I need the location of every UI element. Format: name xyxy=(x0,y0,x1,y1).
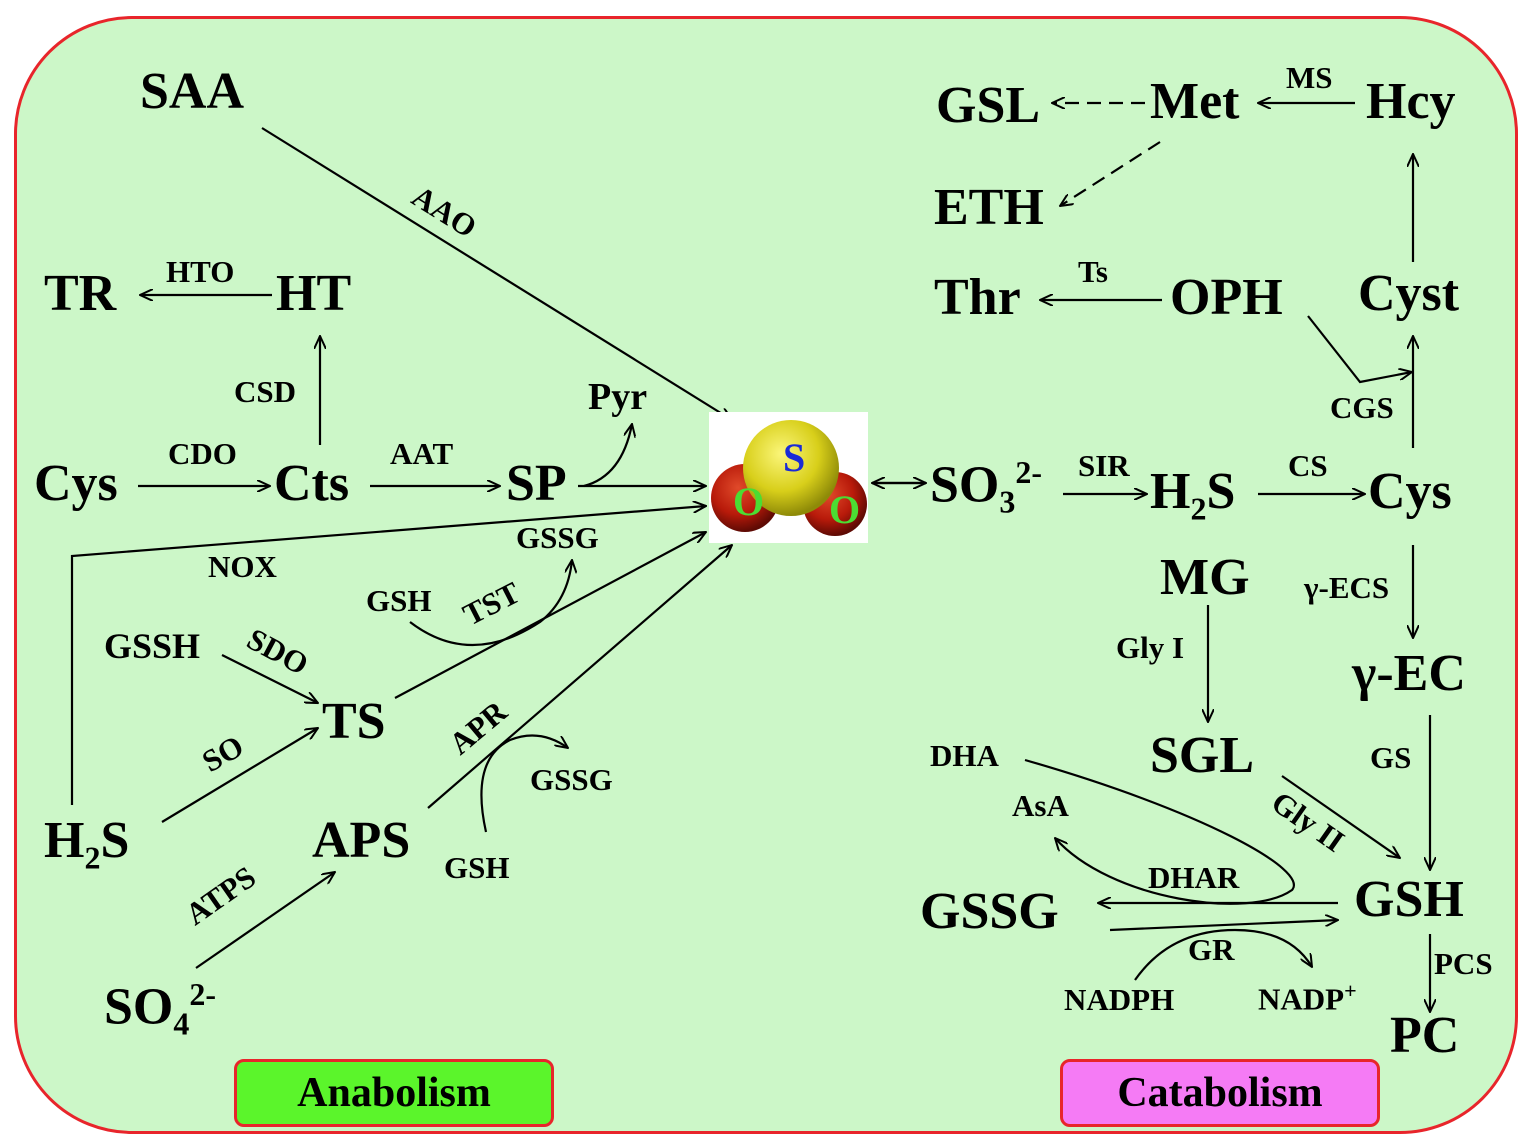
metabolite-gsh-apr: GSH xyxy=(444,850,510,885)
diagram-frame xyxy=(14,16,1518,1134)
metabolite-met: Met xyxy=(1150,73,1240,130)
metabolite-so3: SO32- xyxy=(930,454,1043,520)
metabolite-nadp: NADP+ xyxy=(1258,978,1357,1017)
metabolite-asa: AsA xyxy=(1012,788,1069,823)
metabolite-nadph: NADPH xyxy=(1064,982,1175,1017)
metabolite-ts: TS xyxy=(322,693,386,750)
enzyme-hto: HTO xyxy=(166,254,235,289)
metabolite-gsh-tst: GSH xyxy=(366,583,432,618)
metabolite-gsl: GSL xyxy=(936,77,1041,134)
enzyme-aao: AAO xyxy=(405,178,483,245)
anabolism-tag: Anabolism xyxy=(234,1059,554,1127)
enzyme-aat: AAT xyxy=(390,436,454,471)
enzyme-ms: MS xyxy=(1286,60,1333,95)
enzyme-gly-ii: Gly II xyxy=(1265,784,1351,859)
arrow-gsh-to-gssg-apr xyxy=(480,734,568,833)
enzyme-sdo: SDO xyxy=(241,621,315,682)
enzyme-gs: GS xyxy=(1370,740,1412,775)
catabolism-label: Catabolism xyxy=(1117,1070,1323,1116)
enzyme-cdo: CDO xyxy=(168,436,237,471)
metabolite-dha: DHA xyxy=(930,738,999,773)
metabolite-eth: ETH xyxy=(934,179,1044,236)
arrow-sp-to-pyr xyxy=(583,424,632,488)
arrow-so4-to-aps xyxy=(195,872,335,969)
metabolite-gssg-right: GSSG xyxy=(920,883,1059,940)
enzyme-ts: Ts xyxy=(1078,254,1108,289)
metabolite-cys-left: Cys xyxy=(34,455,118,512)
arrow-oph-to-cyst xyxy=(1307,315,1412,384)
arrow-sgl-to-gsh xyxy=(1281,775,1400,858)
metabolite-oph: OPH xyxy=(1170,269,1283,326)
metabolite-gssg-tst: GSSG xyxy=(516,520,599,555)
metabolite-ht: HT xyxy=(276,265,352,322)
arrow-saa-to-so2 xyxy=(261,127,732,420)
metabolite-mg: MG xyxy=(1160,549,1250,606)
arrow-met-to-eth xyxy=(1060,141,1161,206)
metabolite-sp: SP xyxy=(506,455,567,512)
metabolite-gssh: GSSH xyxy=(104,626,201,666)
arrow-h2s-to-ts xyxy=(161,728,318,823)
metabolite-tr: TR xyxy=(44,265,117,322)
metabolite-cys-right: Cys xyxy=(1368,463,1452,520)
arrow-nadph-to-nadp xyxy=(1134,928,1312,981)
arrow-gssg-to-gsh xyxy=(1109,920,1338,932)
metabolite-thr: Thr xyxy=(934,269,1021,326)
so2-molecule-graphic xyxy=(711,420,867,536)
metabolite-hcy: Hcy xyxy=(1366,73,1456,130)
metabolite-pc: PC xyxy=(1390,1007,1460,1064)
arrow-ts-to-so2 xyxy=(394,532,706,699)
metabolite-saa: SAA xyxy=(140,63,245,120)
metabolite-cyst: Cyst xyxy=(1358,265,1460,322)
enzyme-pcs: PCS xyxy=(1434,946,1493,981)
metabolite-aps: APS xyxy=(312,812,411,869)
metabolite-sgl: SGL xyxy=(1150,727,1255,784)
anabolism-label: Anabolism xyxy=(297,1070,491,1116)
arrow-h2s-nox-to-so2 xyxy=(70,506,706,805)
sulfur-dioxide-molecule-icon: S O O xyxy=(709,412,868,543)
enzyme-atps: ATPS xyxy=(178,859,263,932)
metabolite-gssg-apr: GSSG xyxy=(530,762,613,797)
arrow-gsh-to-gssg-tst xyxy=(409,560,572,646)
atom-o-left-label: O xyxy=(733,479,765,524)
arrow-gssh-to-ts xyxy=(221,654,318,703)
enzyme-gly-i: Gly I xyxy=(1116,630,1185,665)
arrow-dha-to-asa xyxy=(1024,758,1295,905)
enzyme-csd: CSD xyxy=(234,374,297,409)
arrow-aps-to-so2 xyxy=(427,545,732,809)
metabolite-so4: SO42- xyxy=(104,976,217,1042)
enzyme-apr: APR xyxy=(442,693,514,762)
metabolite-cts: Cts xyxy=(274,455,350,512)
catabolism-tag: Catabolism xyxy=(1060,1059,1380,1127)
enzyme-sir: SIR xyxy=(1078,448,1130,483)
enzyme-gr: GR xyxy=(1188,932,1235,967)
enzyme-dhar: DHAR xyxy=(1148,860,1240,895)
enzyme-tst: TST xyxy=(457,574,526,633)
enzyme-gamma-ecs: γ-ECS xyxy=(1304,570,1390,605)
metabolite-gamma-ec: γ-EC xyxy=(1352,645,1466,702)
atom-o-right-label: O xyxy=(829,487,861,532)
atom-s-label: S xyxy=(783,435,806,480)
enzyme-nox: NOX xyxy=(208,549,277,584)
enzyme-so: SO xyxy=(196,728,250,779)
enzyme-cgs: CGS xyxy=(1330,390,1394,425)
metabolite-h2s-left: H2S xyxy=(44,812,130,876)
enzyme-cs: CS xyxy=(1288,448,1328,483)
metabolite-gsh-right: GSH xyxy=(1354,871,1464,928)
metabolite-h2s-right: H2S xyxy=(1150,463,1236,527)
metabolite-pyr: Pyr xyxy=(588,376,648,418)
